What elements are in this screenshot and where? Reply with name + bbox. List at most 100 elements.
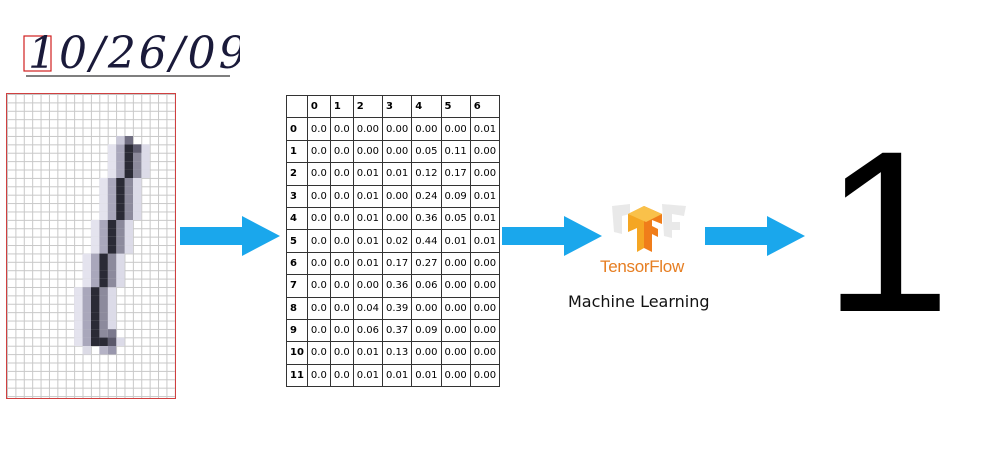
pixel-cell — [141, 144, 150, 153]
matrix-row-header: 6 — [286, 251, 308, 276]
matrix-cell: 0.01 — [381, 162, 413, 186]
logo-ghost-right — [662, 204, 686, 238]
selected-digit-box — [23, 35, 52, 72]
pixel-cell — [116, 194, 125, 204]
pixel-cell — [82, 312, 91, 321]
pixel-cell — [133, 186, 142, 195]
pixel-cell — [107, 270, 117, 279]
matrix-cell: 0.00 — [381, 139, 413, 164]
arrow-right-icon — [502, 216, 602, 256]
matrix-cell: 0.0 — [306, 206, 331, 231]
pixel-cell — [124, 161, 133, 170]
pixel-cell — [74, 312, 83, 321]
matrix-cell: 0.01 — [381, 363, 413, 388]
matrix-row-header: 10 — [286, 341, 308, 365]
matrix-cell: 0.12 — [411, 162, 442, 186]
pixel-cell — [116, 136, 125, 145]
pixel-cell — [124, 144, 133, 153]
matrix-cell: 0.0 — [329, 184, 354, 208]
pixel-cell — [107, 337, 117, 346]
pixel-cell — [124, 152, 133, 162]
pixel-cell — [91, 262, 100, 271]
matrix-cell: 0.00 — [411, 341, 442, 365]
handwritten-date: 10/26/09 — [23, 28, 240, 79]
matrix-cell: 0.01 — [411, 363, 442, 388]
matrix-cell: 0.00 — [411, 117, 442, 141]
pixel-cell — [74, 329, 83, 338]
matrix-cell: 0.17 — [381, 251, 413, 276]
matrix-column-header: 0 — [306, 94, 331, 119]
matrix-cell: 0.0 — [329, 139, 354, 164]
matrix-cell: 0.01 — [352, 206, 384, 231]
matrix-cell: 0.05 — [411, 139, 442, 164]
matrix-cell: 0.00 — [411, 296, 442, 320]
pixel-cell — [99, 186, 108, 195]
pixel-cell — [107, 253, 117, 262]
pixel-cell — [107, 178, 117, 187]
matrix-cell: 0.11 — [440, 139, 471, 164]
pixel-cell — [74, 295, 83, 304]
matrix-cell: 0.01 — [352, 184, 384, 208]
pixel-cell — [133, 169, 142, 178]
matrix-cell: 0.0 — [329, 251, 354, 276]
matrix-cell: 0.00 — [381, 206, 413, 231]
tensorflow-logo-icon — [612, 204, 686, 252]
matrix-cell: 0.00 — [352, 274, 384, 298]
matrix-cell: 0.0 — [306, 139, 331, 164]
pixel-cell — [116, 203, 125, 212]
matrix-cell: 0.01 — [469, 117, 501, 141]
matrix-cell: 0.0 — [306, 363, 331, 388]
pixel-cell — [133, 194, 142, 204]
matrix-cell: 0.0 — [306, 162, 331, 186]
matrix-cell: 0.0 — [306, 229, 331, 253]
matrix-cell: 0.06 — [411, 274, 442, 298]
matrix-row-header: 0 — [286, 117, 308, 141]
pixel-cell — [107, 278, 117, 288]
matrix-cell: 0.00 — [440, 341, 471, 365]
matrix-cell: 0.0 — [306, 184, 331, 208]
pixel-cell — [99, 337, 108, 346]
tensorflow-label: TensorFlow — [600, 257, 684, 276]
matrix-cell: 0.0 — [329, 274, 354, 298]
pixel-cell — [99, 329, 108, 338]
pixel-cell — [91, 220, 100, 229]
pixel-cell — [91, 312, 100, 321]
matrix-cell: 0.0 — [329, 117, 354, 141]
matrix-cell: 0.00 — [469, 296, 501, 320]
pixel-cell — [116, 228, 125, 237]
pixel-cell — [82, 295, 91, 304]
matrix-cell: 0.00 — [469, 318, 501, 343]
pixel-cell — [107, 169, 117, 178]
arrow-shape — [705, 216, 805, 256]
pixel-cell — [82, 278, 91, 288]
pixel-cell — [107, 194, 117, 204]
pixel-cell — [91, 245, 100, 254]
pixel-cell — [99, 262, 108, 271]
matrix-cell: 0.0 — [306, 274, 331, 298]
pixel-cell — [124, 220, 133, 229]
pixel-cell — [124, 169, 133, 178]
pixel-cell — [99, 312, 108, 321]
pixel-cell — [116, 253, 125, 262]
pixel-cell — [91, 304, 100, 313]
pixel-cell — [141, 169, 150, 178]
logo-ghost-left — [612, 204, 630, 234]
pixel-cell — [141, 152, 150, 162]
arrow-right-icon — [705, 216, 805, 256]
pixel-cell — [107, 304, 117, 313]
pixel-cell — [82, 304, 91, 313]
matrix-cell: 0.02 — [381, 229, 413, 253]
matrix-cell: 0.0 — [306, 341, 331, 365]
logo-tf-top — [628, 206, 662, 222]
pixel-cell — [116, 152, 125, 162]
matrix-row-header: 3 — [286, 184, 308, 208]
pixel-cell — [82, 287, 91, 296]
pixel-cell — [107, 320, 117, 330]
matrix-cell: 0.01 — [352, 229, 384, 253]
pixel-cell — [91, 295, 100, 304]
pixel-cell — [99, 304, 108, 313]
matrix-cell: 0.00 — [440, 296, 471, 320]
